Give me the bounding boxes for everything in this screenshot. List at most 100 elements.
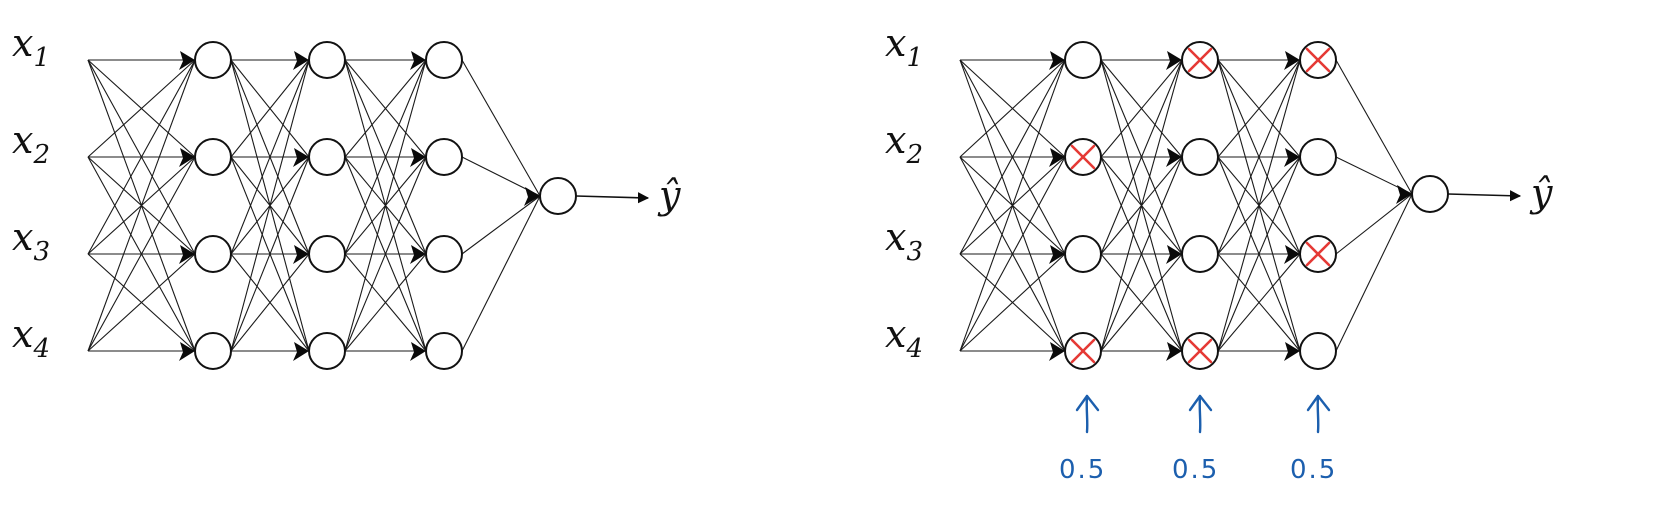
up-arrow-shaft bbox=[1316, 394, 1320, 434]
connection-edge bbox=[959, 59, 1066, 352]
input-arrowhead bbox=[524, 187, 540, 206]
connection-edge bbox=[1335, 193, 1413, 352]
input-arrowhead bbox=[410, 148, 426, 167]
input-arrowhead bbox=[1049, 148, 1065, 167]
up-arrow-head bbox=[1188, 394, 1213, 412]
input-label-subscript: 1 bbox=[33, 43, 50, 73]
connection-edge bbox=[1217, 156, 1301, 352]
input-arrowhead bbox=[1284, 342, 1300, 361]
input-label-subscript: 1 bbox=[906, 43, 923, 73]
input-label-subscript: 4 bbox=[32, 334, 50, 364]
input-label-subscript: 3 bbox=[906, 237, 923, 267]
output-label: ŷ bbox=[657, 173, 681, 217]
output-label: ŷ bbox=[1529, 171, 1553, 215]
keep-prob-value: 0.5 bbox=[1290, 455, 1337, 485]
input-arrowhead bbox=[293, 51, 309, 70]
hidden-neuron bbox=[425, 235, 463, 273]
output-neuron bbox=[1411, 175, 1449, 213]
input-arrowhead bbox=[1166, 342, 1182, 361]
input-arrowhead bbox=[1049, 342, 1065, 361]
input-label-subscript: 2 bbox=[32, 140, 50, 170]
input-label-base: x bbox=[12, 118, 33, 162]
hidden-neuron bbox=[308, 235, 346, 273]
input-arrowhead bbox=[1396, 185, 1412, 204]
connection-edge bbox=[1217, 253, 1301, 352]
input-label-base: x bbox=[12, 21, 33, 65]
input-label-subscript: 2 bbox=[905, 140, 923, 170]
connection-edge bbox=[1100, 253, 1183, 352]
hidden-neuron bbox=[308, 138, 346, 176]
dropout-x-mark bbox=[1187, 47, 1213, 73]
connection-edge bbox=[959, 156, 1066, 352]
connection-edge bbox=[1217, 59, 1301, 352]
connection-edge bbox=[230, 156, 310, 352]
hidden-neuron bbox=[194, 235, 232, 273]
up-arrow-head bbox=[1306, 394, 1331, 412]
hidden-neuron bbox=[194, 41, 232, 79]
connection-edge bbox=[344, 59, 427, 158]
keep-prob-annotation: 0.5 bbox=[1059, 394, 1104, 485]
input-arrowhead bbox=[179, 51, 195, 70]
connection-edge bbox=[344, 156, 427, 352]
connection-edge bbox=[87, 253, 196, 352]
input-arrowhead bbox=[410, 245, 426, 264]
input-arrowhead bbox=[410, 51, 426, 70]
input-label: x2 bbox=[885, 118, 923, 170]
connection-edge bbox=[230, 59, 310, 158]
input-label: x1 bbox=[12, 21, 50, 73]
dropout-x-mark bbox=[1305, 47, 1331, 73]
hidden-neuron bbox=[308, 41, 346, 79]
connection-edge bbox=[461, 59, 541, 197]
input-arrowhead bbox=[179, 148, 195, 167]
connection-edge bbox=[87, 59, 196, 255]
connection-edge bbox=[87, 59, 196, 158]
hidden-neuron bbox=[1064, 235, 1102, 273]
dropout-x-mark bbox=[1187, 338, 1213, 364]
keep-prob-value: 0.5 bbox=[1172, 455, 1219, 485]
input-arrowhead bbox=[1049, 245, 1065, 264]
input-label-base: x bbox=[885, 21, 906, 65]
connection-edge bbox=[1100, 59, 1183, 352]
input-label-base: x bbox=[885, 118, 906, 162]
hidden-neuron bbox=[1064, 41, 1102, 79]
keep-prob-annotations: 0.5 0.5 0.5 bbox=[1059, 394, 1337, 485]
input-arrowhead bbox=[1284, 148, 1300, 167]
keep-prob-annotation: 0.5 bbox=[1172, 394, 1219, 485]
connection-edge bbox=[1100, 59, 1183, 158]
dropout-x-mark bbox=[1070, 144, 1096, 170]
hidden-neuron bbox=[194, 138, 232, 176]
connection-edge bbox=[344, 59, 427, 352]
neurons bbox=[194, 41, 577, 370]
input-label: x3 bbox=[885, 215, 923, 267]
input-label-subscript: 3 bbox=[33, 237, 50, 267]
hidden-neuron bbox=[1299, 332, 1337, 370]
connection-edge bbox=[344, 253, 427, 352]
input-arrowhead bbox=[1049, 51, 1065, 70]
connection-edge bbox=[1217, 59, 1301, 255]
neurons bbox=[1064, 41, 1449, 370]
connection-edge bbox=[461, 195, 541, 352]
input-arrowhead bbox=[1284, 245, 1300, 264]
hidden-neuron bbox=[194, 332, 232, 370]
connection-edge bbox=[344, 59, 427, 255]
input-label-subscript: 4 bbox=[905, 334, 923, 364]
input-arrowhead bbox=[1284, 51, 1300, 70]
input-label: x3 bbox=[12, 215, 50, 267]
connection-edge bbox=[959, 59, 1066, 255]
output-arrow bbox=[575, 192, 650, 204]
connection-edge bbox=[230, 253, 310, 352]
input-arrowhead bbox=[1166, 245, 1182, 264]
input-arrowhead bbox=[179, 342, 195, 361]
connection-edge bbox=[1335, 193, 1413, 255]
connection-edge bbox=[87, 59, 196, 352]
connection-edge bbox=[87, 156, 196, 352]
input-label-base: x bbox=[885, 215, 906, 259]
connection-edge bbox=[959, 59, 1066, 158]
hidden-neuron bbox=[1181, 235, 1219, 273]
input-label-base: x bbox=[885, 312, 906, 356]
input-label-base: x bbox=[12, 215, 33, 259]
arrowheads bbox=[179, 51, 540, 361]
input-arrowhead bbox=[410, 342, 426, 361]
